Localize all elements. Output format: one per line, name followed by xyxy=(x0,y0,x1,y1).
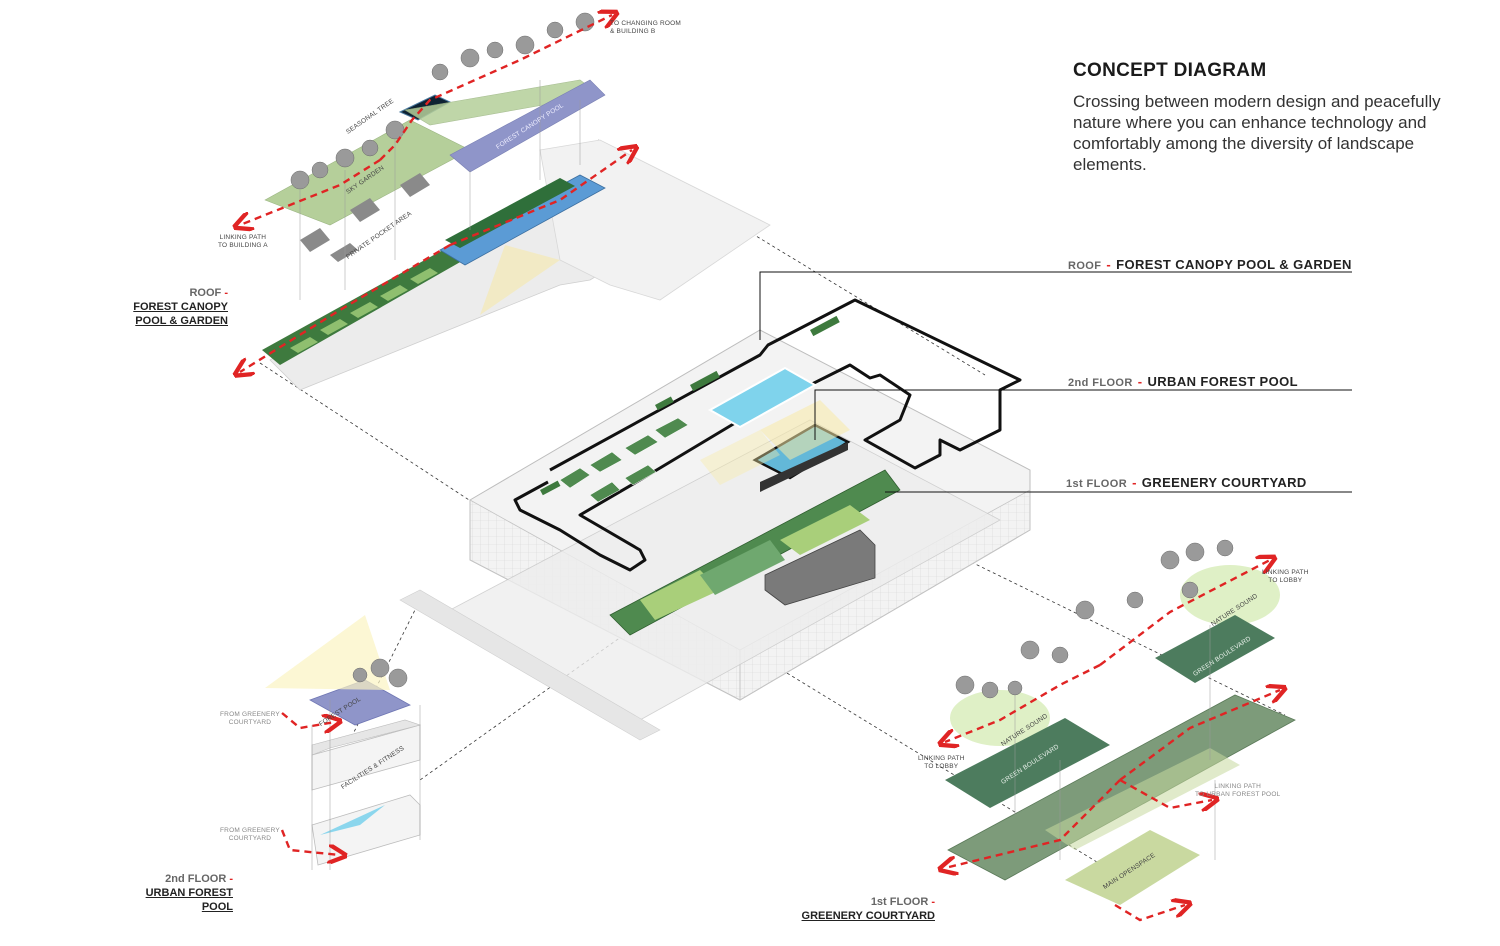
second-floor-plan xyxy=(265,615,422,870)
side-label-second: 2nd FLOOR - URBAN FOREST POOL xyxy=(125,872,233,914)
concept-title: CONCEPT DIAGRAM xyxy=(1073,60,1267,81)
side-prefix: 1st FLOOR xyxy=(870,896,929,908)
annot-line: TO LOBBY xyxy=(1268,577,1303,584)
first-floor-plan xyxy=(945,539,1296,922)
side-label-first: 1st FLOOR - GREENERY COURTYARD xyxy=(795,895,935,923)
side-line: URBAN FOREST xyxy=(145,887,233,899)
side-line: POOL & GARDEN xyxy=(135,315,228,327)
annot-linking-path-urban-pool: LINKING PATH TO URBAN FOREST POOL xyxy=(1195,783,1280,799)
annot-line: TO BUILDING A xyxy=(218,242,268,249)
annot-line: FROM GREENERY xyxy=(220,827,280,834)
level-label-second: 2nd FLOOR-URBAN FOREST POOL xyxy=(1068,374,1298,389)
level-dash: - xyxy=(1137,374,1143,389)
annot-line: TO URBAN FOREST POOL xyxy=(1195,791,1281,798)
annot-linking-path-lobby-right: LINKING PATH TO LOBBY xyxy=(1262,569,1309,585)
level-name: GREENERY COURTYARD xyxy=(1141,475,1307,490)
side-dash: - xyxy=(931,896,935,908)
level-label-roof: ROOF-FOREST CANOPY POOL & GARDEN xyxy=(1068,257,1352,272)
side-prefix: ROOF xyxy=(189,287,222,299)
annot-line: LINKING PATH xyxy=(219,234,267,241)
annot-line: LINKING PATH xyxy=(918,755,965,762)
side-dash: - xyxy=(229,873,233,885)
level-leader-lines xyxy=(759,271,1352,493)
level-label-first: 1st FLOOR-GREENERY COURTYARD xyxy=(1066,475,1307,490)
side-prefix: 2nd FLOOR xyxy=(165,873,227,885)
annot-linking-path-lobby-left: LINKING PATH TO LOBBY xyxy=(918,755,965,771)
annot-line: & BUILDING B xyxy=(610,28,656,35)
annot-line: LINKING PATH xyxy=(1214,783,1261,790)
side-line: FOREST CANOPY xyxy=(133,301,228,313)
annot-to-changing-room: TO CHANGING ROOM & BUILDING B xyxy=(610,20,681,36)
level-prefix: 2nd FLOOR xyxy=(1068,377,1133,389)
central-building xyxy=(399,298,1031,741)
level-dash: - xyxy=(1106,257,1112,272)
roof-plan xyxy=(240,13,771,391)
annot-line: FROM GREENERY xyxy=(220,711,280,718)
annot-linking-path-building-a: LINKING PATH TO BUILDING A xyxy=(218,234,268,250)
side-label-roof: ROOF - FOREST CANOPY POOL & GARDEN xyxy=(120,286,228,328)
level-dash: - xyxy=(1132,475,1137,490)
annot-line: COURTYARD xyxy=(228,719,272,726)
side-dash: - xyxy=(224,287,228,299)
level-name: FOREST CANOPY POOL & GARDEN xyxy=(1116,257,1352,272)
annot-line: TO CHANGING ROOM xyxy=(610,20,681,27)
annot-line: LINKING PATH xyxy=(1262,569,1309,576)
level-prefix: 1st FLOOR xyxy=(1066,478,1128,490)
side-line: POOL xyxy=(201,901,233,913)
annot-from-courtyard-upper: FROM GREENERY COURTYARD xyxy=(220,711,280,727)
level-name: URBAN FOREST POOL xyxy=(1147,374,1298,389)
annot-line: TO LOBBY xyxy=(924,763,959,770)
level-prefix: ROOF xyxy=(1068,260,1102,272)
side-line: GREENERY COURTYARD xyxy=(801,910,935,922)
annot-line: COURTYARD xyxy=(228,835,272,842)
annot-from-courtyard-lower: FROM GREENERY COURTYARD xyxy=(220,827,280,843)
concept-description: Crossing between modern design and peace… xyxy=(1073,92,1441,174)
